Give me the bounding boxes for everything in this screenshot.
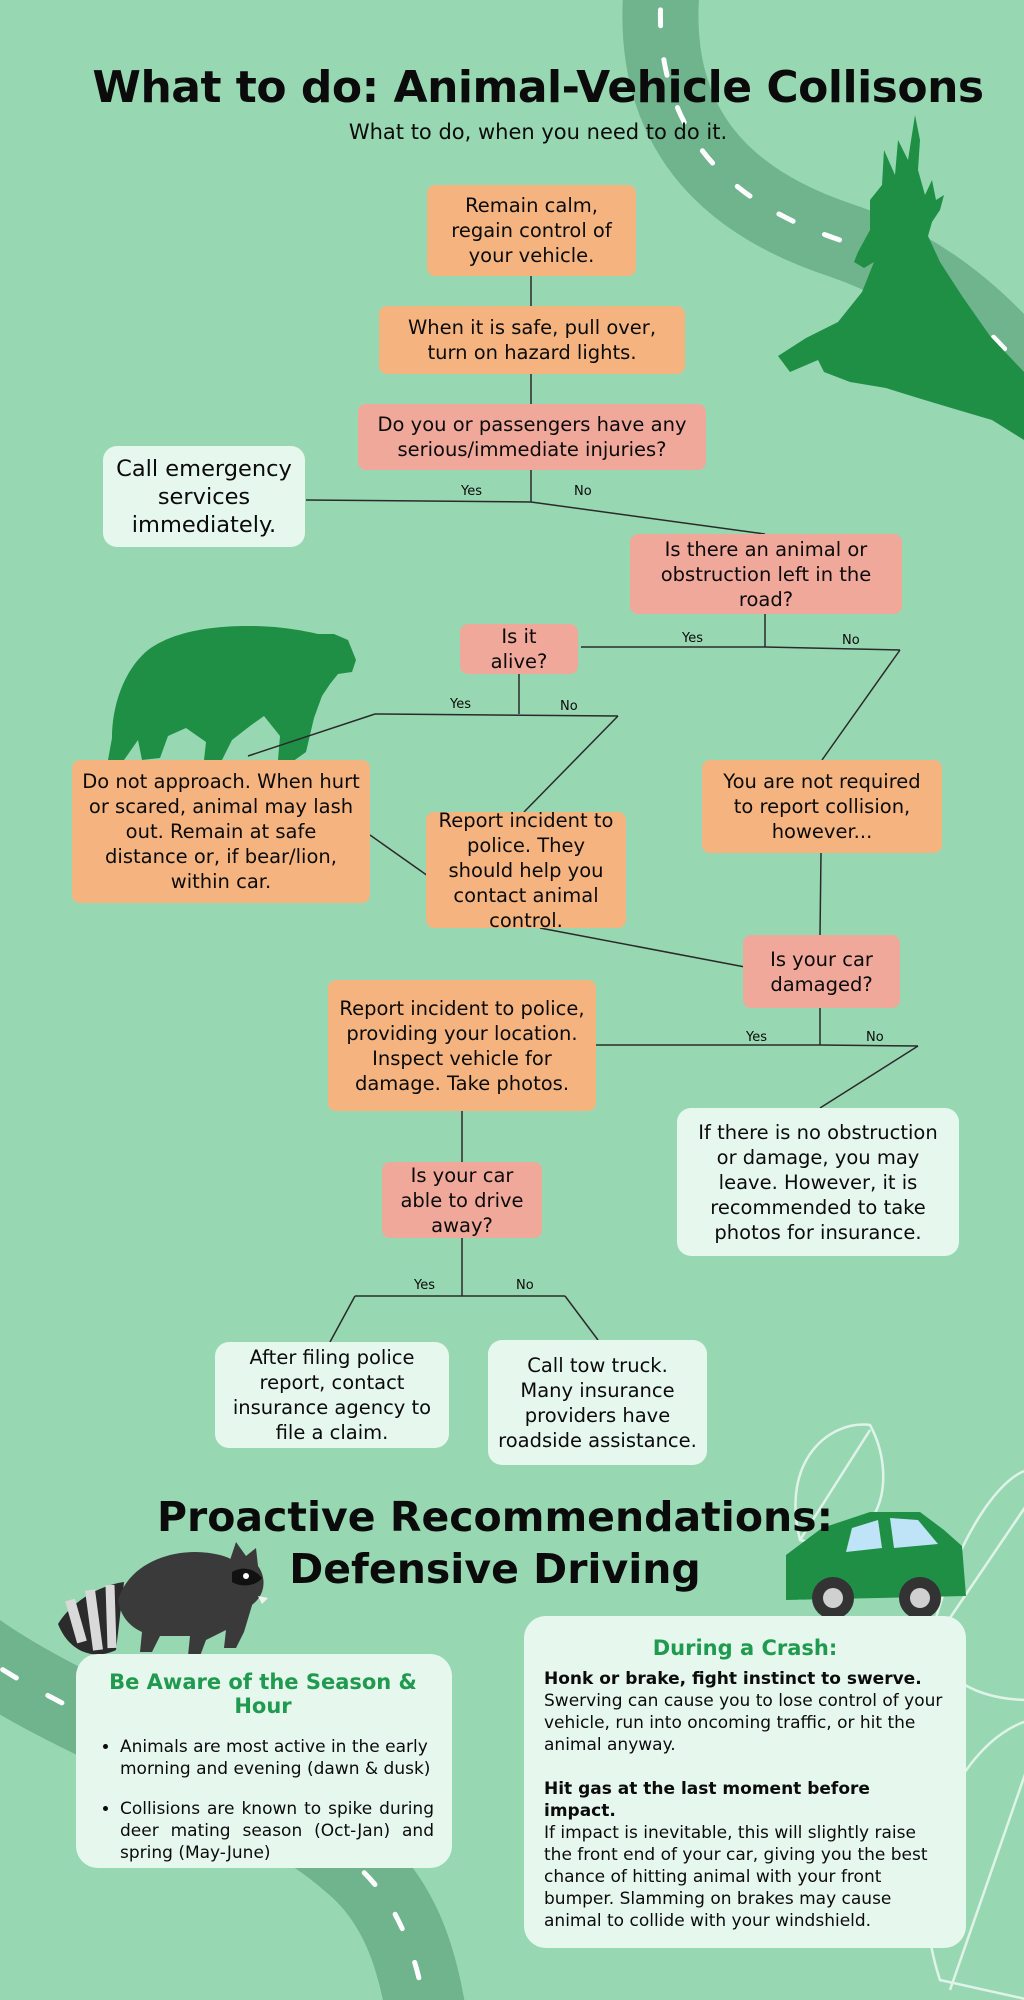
outcome-may-leave: If there is no obstruction or damage, yo… [677, 1108, 959, 1256]
label-alive-no: No [560, 699, 578, 714]
outcome-contact-insurance-text: After filing police report, contact insu… [232, 1346, 432, 1444]
list-item: Collisions are known to spike during dee… [120, 1798, 434, 1864]
outcome-tow-truck: Call tow truck. Many insurance providers… [488, 1340, 707, 1465]
question-drive-away: Is your car able to drive away? [382, 1162, 542, 1238]
question-drive-away-text: Is your car able to drive away? [400, 1163, 524, 1237]
season-hour-title: Be Aware of the Season & Hour [109, 1670, 417, 1718]
during-crash-card: During a Crash: Honk or brake, fight ins… [524, 1616, 966, 1948]
proactive-heading-line1: Proactive Recommendations: [157, 1493, 833, 1541]
step-pull-over-text: When it is safe, pull over, turn on haza… [407, 316, 657, 364]
page-subtitle: What to do, when you need to do it. [348, 120, 728, 144]
label-drive-no: No [516, 1278, 534, 1293]
outcome-call-emergency: Call emergency services immediately. [103, 446, 305, 547]
step-remain-calm-text: Remain calm, regain control of your vehi… [451, 194, 612, 267]
crash-tip2-lead: Hit gas at the last moment before impact… [544, 1779, 870, 1821]
step-remain-calm: Remain calm, regain control of your vehi… [427, 185, 636, 276]
question-car-damaged-text: Is your car damaged? [770, 947, 873, 996]
label-damaged-yes: Yes [746, 1030, 767, 1045]
question-obstruction-text: Is there an animal or obstruction left i… [660, 537, 872, 611]
label-drive-yes: Yes [414, 1278, 435, 1293]
advice-do-not-approach-text: Do not approach. When hurt or scared, an… [82, 770, 360, 893]
crash-tip2-body: If impact is inevitable, this will sligh… [544, 1823, 928, 1931]
label-damaged-no: No [866, 1030, 884, 1045]
season-hour-list: Animals are most active in the early mor… [92, 1736, 434, 1864]
car-icon [786, 1512, 966, 1619]
proactive-heading-line2: Defensive Driving [289, 1545, 701, 1593]
step-report-inspect-text: Report incident to police, providing you… [339, 996, 585, 1095]
question-alive: Is it alive? [460, 624, 578, 674]
question-car-damaged: Is your car damaged? [743, 935, 900, 1008]
step-pull-over: When it is safe, pull over, turn on haza… [379, 306, 685, 374]
label-injuries-yes: Yes [461, 484, 482, 499]
during-crash-title: During a Crash: [652, 1636, 838, 1660]
raccoon-icon [58, 1542, 268, 1656]
label-injuries-no: No [574, 484, 592, 499]
page-title: What to do: Animal-Vehicle Collisons [92, 62, 984, 113]
list-item: Animals are most active in the early mor… [120, 1736, 434, 1780]
crash-tip1-lead: Honk or brake, fight instinct to swerve. [544, 1669, 922, 1689]
question-injuries: Do you or passengers have any serious/im… [358, 404, 706, 470]
note-not-required: You are not required to report collision… [702, 760, 942, 853]
step-report-animal-control-text: Report incident to police. They should h… [438, 808, 614, 932]
question-alive-text: Is it alive? [490, 625, 548, 673]
label-obstruction-yes: Yes [682, 631, 703, 646]
outcome-tow-truck-text: Call tow truck. Many insurance providers… [498, 1353, 697, 1452]
label-alive-yes: Yes [450, 697, 471, 712]
question-obstruction: Is there an animal or obstruction left i… [630, 534, 902, 614]
outcome-contact-insurance: After filing police report, contact insu… [215, 1342, 449, 1448]
step-report-animal-control: Report incident to police. They should h… [426, 809, 626, 932]
label-obstruction-no: No [842, 633, 860, 648]
deer-icon [778, 115, 1024, 440]
step-report-inspect: Report incident to police, providing you… [328, 980, 596, 1111]
outcome-may-leave-text: If there is no obstruction or damage, yo… [698, 1120, 938, 1244]
question-injuries-text: Do you or passengers have any serious/im… [377, 413, 687, 461]
crash-tip1-body: Swerving can cause you to lose control o… [544, 1691, 943, 1755]
season-hour-card: Be Aware of the Season & Hour Animals ar… [76, 1654, 452, 1868]
outcome-call-emergency-text: Call emergency services immediately. [116, 455, 292, 538]
advice-do-not-approach: Do not approach. When hurt or scared, an… [72, 760, 370, 903]
note-not-required-text: You are not required to report collision… [723, 770, 921, 843]
bear-icon [108, 626, 356, 762]
